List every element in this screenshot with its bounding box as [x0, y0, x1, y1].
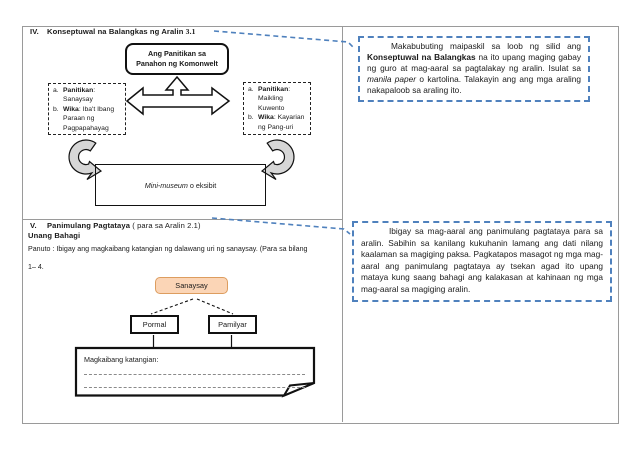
list-item: Kuwento: [248, 104, 308, 113]
pormal-box: Pormal: [130, 315, 179, 334]
section5-instruction-cont: 1– 4.: [28, 263, 44, 271]
list-text: ng Pang-uri: [258, 123, 294, 131]
list-item: Paraan ng: [53, 114, 123, 123]
section5-number: V.: [30, 221, 37, 230]
list-item: a. Panitikan:: [53, 86, 123, 95]
note-title: Magkaibang katangian:: [84, 355, 159, 364]
callout-top-italic: manila paper: [367, 74, 417, 85]
list-marker: b.: [248, 114, 254, 122]
list-text: : Kayarian: [273, 114, 305, 122]
pamilyar-label: Pamilyar: [218, 320, 247, 329]
list-text: Kuwento: [258, 104, 285, 112]
callout-top-tail: o kartolina. Talakayin ang ang mga arali…: [367, 74, 582, 96]
list-text: Sanaysay: [63, 96, 93, 104]
list-term: Panitikan: [63, 87, 94, 94]
topic-line2: Panahon ng Komonwelt: [136, 59, 218, 68]
section4-title-ref: 3.1: [185, 27, 196, 36]
branch-box-right: a. Panitikan: Maikling Kuwento b. Wika: …: [243, 82, 311, 135]
topic-box: Ang Panitikan sa Panahon ng Komonwelt: [125, 43, 229, 75]
list-item: b. Wika: Kayarian: [248, 113, 308, 122]
list-text: Maikling: [258, 95, 283, 103]
pamilyar-box: Pamilyar: [208, 315, 257, 334]
section4-number: IV.: [30, 27, 39, 36]
callout-box-bottom: Ibigay sa mag-aaral ang panimulang pagta…: [352, 221, 612, 302]
table-column-divider: [342, 26, 343, 422]
section5-heading: V. Panimulang Pagtataya ( para sa Aralin …: [30, 221, 201, 230]
list-item: a. Panitikan:: [248, 85, 308, 94]
list-term: Panitikan: [258, 86, 289, 93]
section5-instruction: Panuto : Ibigay ang magkaibang katangian…: [28, 245, 308, 253]
topic-line1: Ang Panitikan sa: [148, 49, 206, 58]
section4-heading: IV. Konseptuwal na Balangkas ng Aralin 3.…: [30, 27, 195, 36]
list-text: Paraan ng: [63, 115, 95, 123]
list-text: :: [288, 86, 291, 93]
table-outer-border: [22, 26, 619, 424]
museum-box: Mini-museum o eksibit: [95, 164, 266, 206]
callout-top-text: Makabubuting maipaskil sa loob ng silid …: [367, 41, 581, 96]
pormal-label: Pormal: [142, 320, 167, 329]
list-text: :: [93, 87, 96, 94]
list-item: Maikling: [248, 94, 308, 103]
list-text: Pagpapahayag: [63, 124, 109, 132]
section5-title: Panimulang Pagtataya: [47, 221, 131, 230]
list-item: Sanaysay: [53, 95, 123, 104]
callout-bottom-text: Ibigay sa mag-aaral ang panimulang pagta…: [361, 226, 603, 295]
callout-box-top: Makabubuting maipaskil sa loob ng silid …: [358, 36, 590, 102]
callout-top-lead: Makabubuting maipaskil sa loob ng silid …: [391, 41, 581, 51]
museum-label-rest: o eksibit: [187, 180, 217, 190]
sanaysay-shape: Sanaysay: [155, 277, 228, 294]
callout-top-mid: na ito upang maging gabay ng guro at mag…: [367, 52, 581, 74]
note-writing-line: [84, 374, 305, 375]
list-marker: a.: [248, 86, 254, 93]
callout-top-bold: Konseptuwal na Balangkas: [367, 52, 476, 63]
list-item: b. Wika: Iba't Ibang: [53, 105, 123, 114]
museum-label-italic: Mini-museum: [144, 180, 188, 190]
list-term: Wika: [63, 105, 79, 113]
sanaysay-label: Sanaysay: [175, 281, 208, 290]
list-text: : Iba't Ibang: [78, 105, 115, 113]
list-marker: b.: [53, 105, 59, 113]
branch-box-left: a. Panitikan: Sanaysay b. Wika: Iba't Ib…: [48, 83, 126, 135]
section5-subtitle: Unang Bahagi: [28, 231, 81, 240]
list-marker: a.: [53, 87, 59, 94]
list-term: Wika: [258, 114, 274, 122]
list-item: Pagpapahayag: [53, 124, 123, 133]
section5-title-suffix: ( para sa Aralin 2.1): [130, 221, 201, 230]
section4-title: Konseptuwal na Balangkas ng Aralin: [47, 27, 186, 36]
table-row-divider: [22, 219, 342, 220]
list-item: ng Pang-uri: [248, 123, 308, 132]
note-writing-line: [84, 387, 305, 388]
callout-bottom-body: Ibigay sa mag-aaral ang panimulang pagta…: [361, 226, 603, 294]
